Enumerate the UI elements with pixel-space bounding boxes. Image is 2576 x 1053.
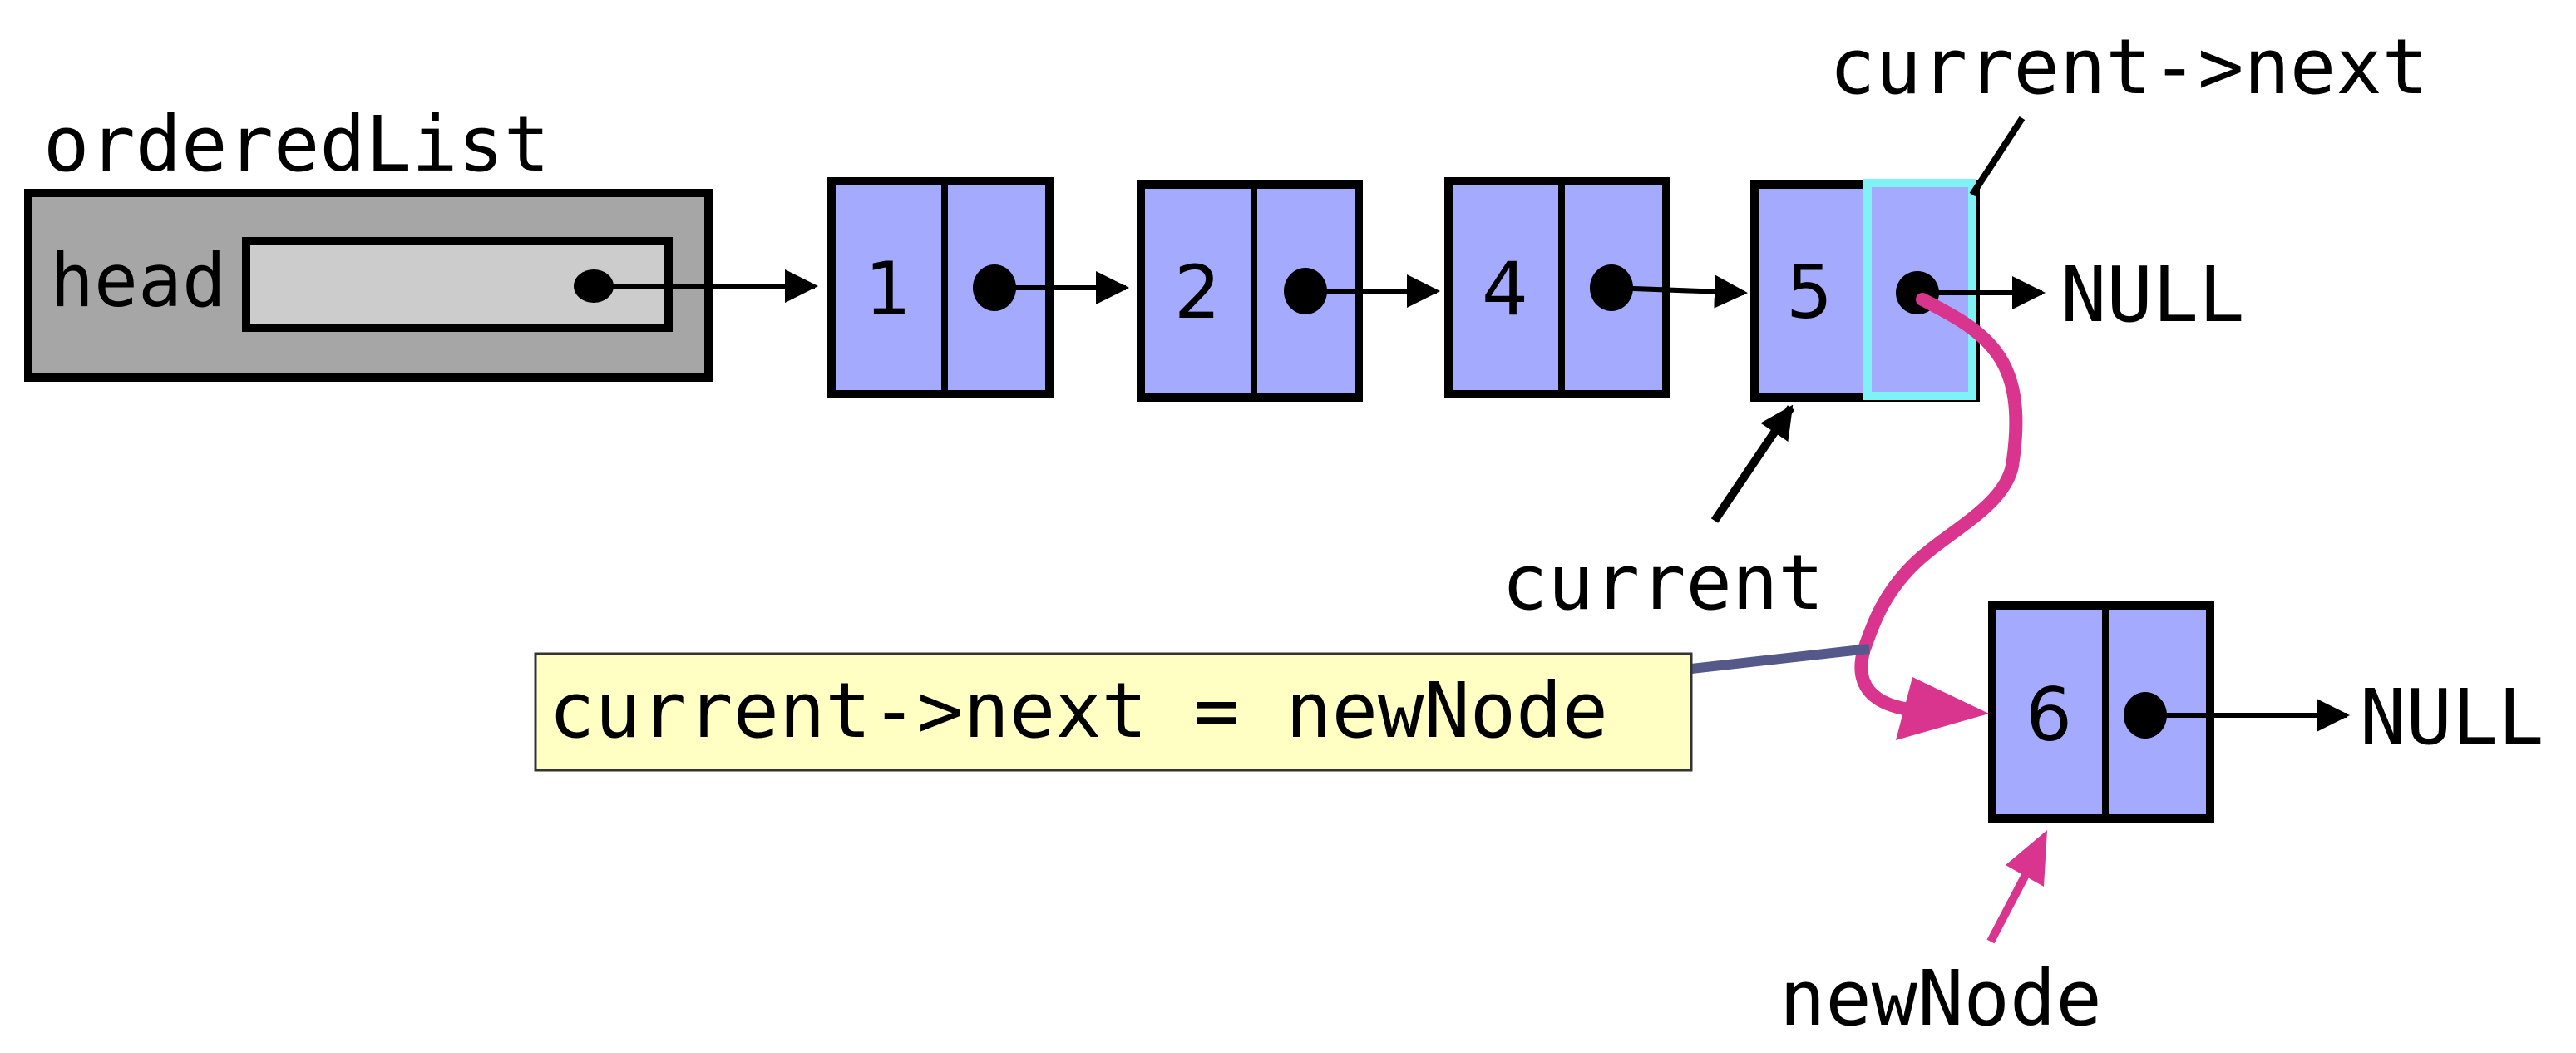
code-statement-text: current->next = newNode (549, 666, 1608, 755)
node-5-value: 5 (1786, 250, 1833, 335)
node-2-value: 2 (1174, 250, 1221, 335)
new-link-curve (1854, 293, 2023, 715)
ordered-list-label: orderedList (43, 100, 550, 189)
new-link-arrowhead (1896, 677, 1989, 740)
tail-null-label: NULL (2060, 250, 2245, 339)
node-1-value: 1 (865, 246, 911, 332)
new-node-box (1988, 601, 2214, 823)
new-node-label: newNode (1779, 954, 2102, 1043)
new-node-value: 6 (2026, 672, 2072, 758)
node-4-value: 4 (1482, 246, 1528, 332)
current-label: current (1502, 538, 1824, 627)
head-label: head (50, 238, 226, 324)
new-node-pointer-line (1986, 869, 2031, 944)
new-node-null-label: NULL (2360, 673, 2544, 762)
new-node-pointer-head (2006, 830, 2047, 887)
current-pointer-arrow (1710, 404, 1795, 523)
code-statement-box (534, 652, 1693, 772)
current-next-callout-line (1969, 116, 2026, 197)
code-connector-line (1690, 644, 1870, 674)
current-next-label: current->next (1829, 22, 2428, 111)
node-4-next-arrow (1611, 274, 1748, 309)
